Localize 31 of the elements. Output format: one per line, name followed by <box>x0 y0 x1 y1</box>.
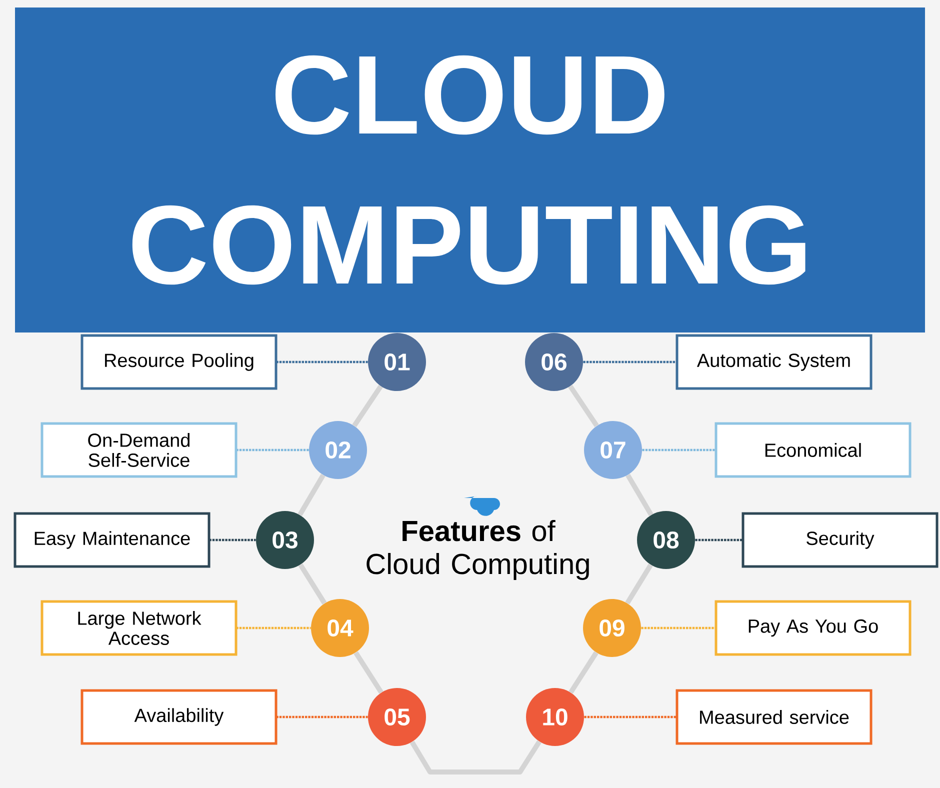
connector-line <box>583 360 677 364</box>
connector-line <box>584 716 677 718</box>
connector-line <box>209 538 256 542</box>
connector-line <box>276 716 368 718</box>
hexagon-line <box>410 740 542 774</box>
connector-line <box>641 626 716 630</box>
hexagon-line <box>298 474 326 516</box>
connector-line <box>276 360 368 364</box>
feature-box: Availability <box>80 689 278 745</box>
connector-line <box>642 448 716 452</box>
feature-box: Pay As You Go <box>714 600 912 656</box>
hexagon-line <box>352 384 383 428</box>
feature-box: Security <box>742 512 938 568</box>
connector-line <box>695 538 743 542</box>
feature-box: Measured service <box>676 689 872 745</box>
feature-box: Easy Maintenance <box>14 512 210 568</box>
hexagon-line <box>626 474 654 516</box>
connector-line <box>236 626 311 630</box>
hexagon-line <box>625 564 653 604</box>
connector-line <box>236 448 309 452</box>
hexagon-line <box>354 651 384 694</box>
hexagon-line <box>298 563 327 605</box>
feature-box: Automatic System <box>676 334 872 390</box>
feature-box: On-Demand Self-Service <box>40 422 238 478</box>
title: Features of Cloud Computing <box>366 520 589 580</box>
feature-box: Large Network Access <box>40 600 238 656</box>
hexagon-line <box>568 384 599 428</box>
feature-box: Resource Pooling <box>80 334 278 390</box>
hexagon-line <box>568 651 598 694</box>
feature-box: Economical <box>714 422 912 478</box>
banner: CLOUD COMPUTING <box>15 8 925 332</box>
